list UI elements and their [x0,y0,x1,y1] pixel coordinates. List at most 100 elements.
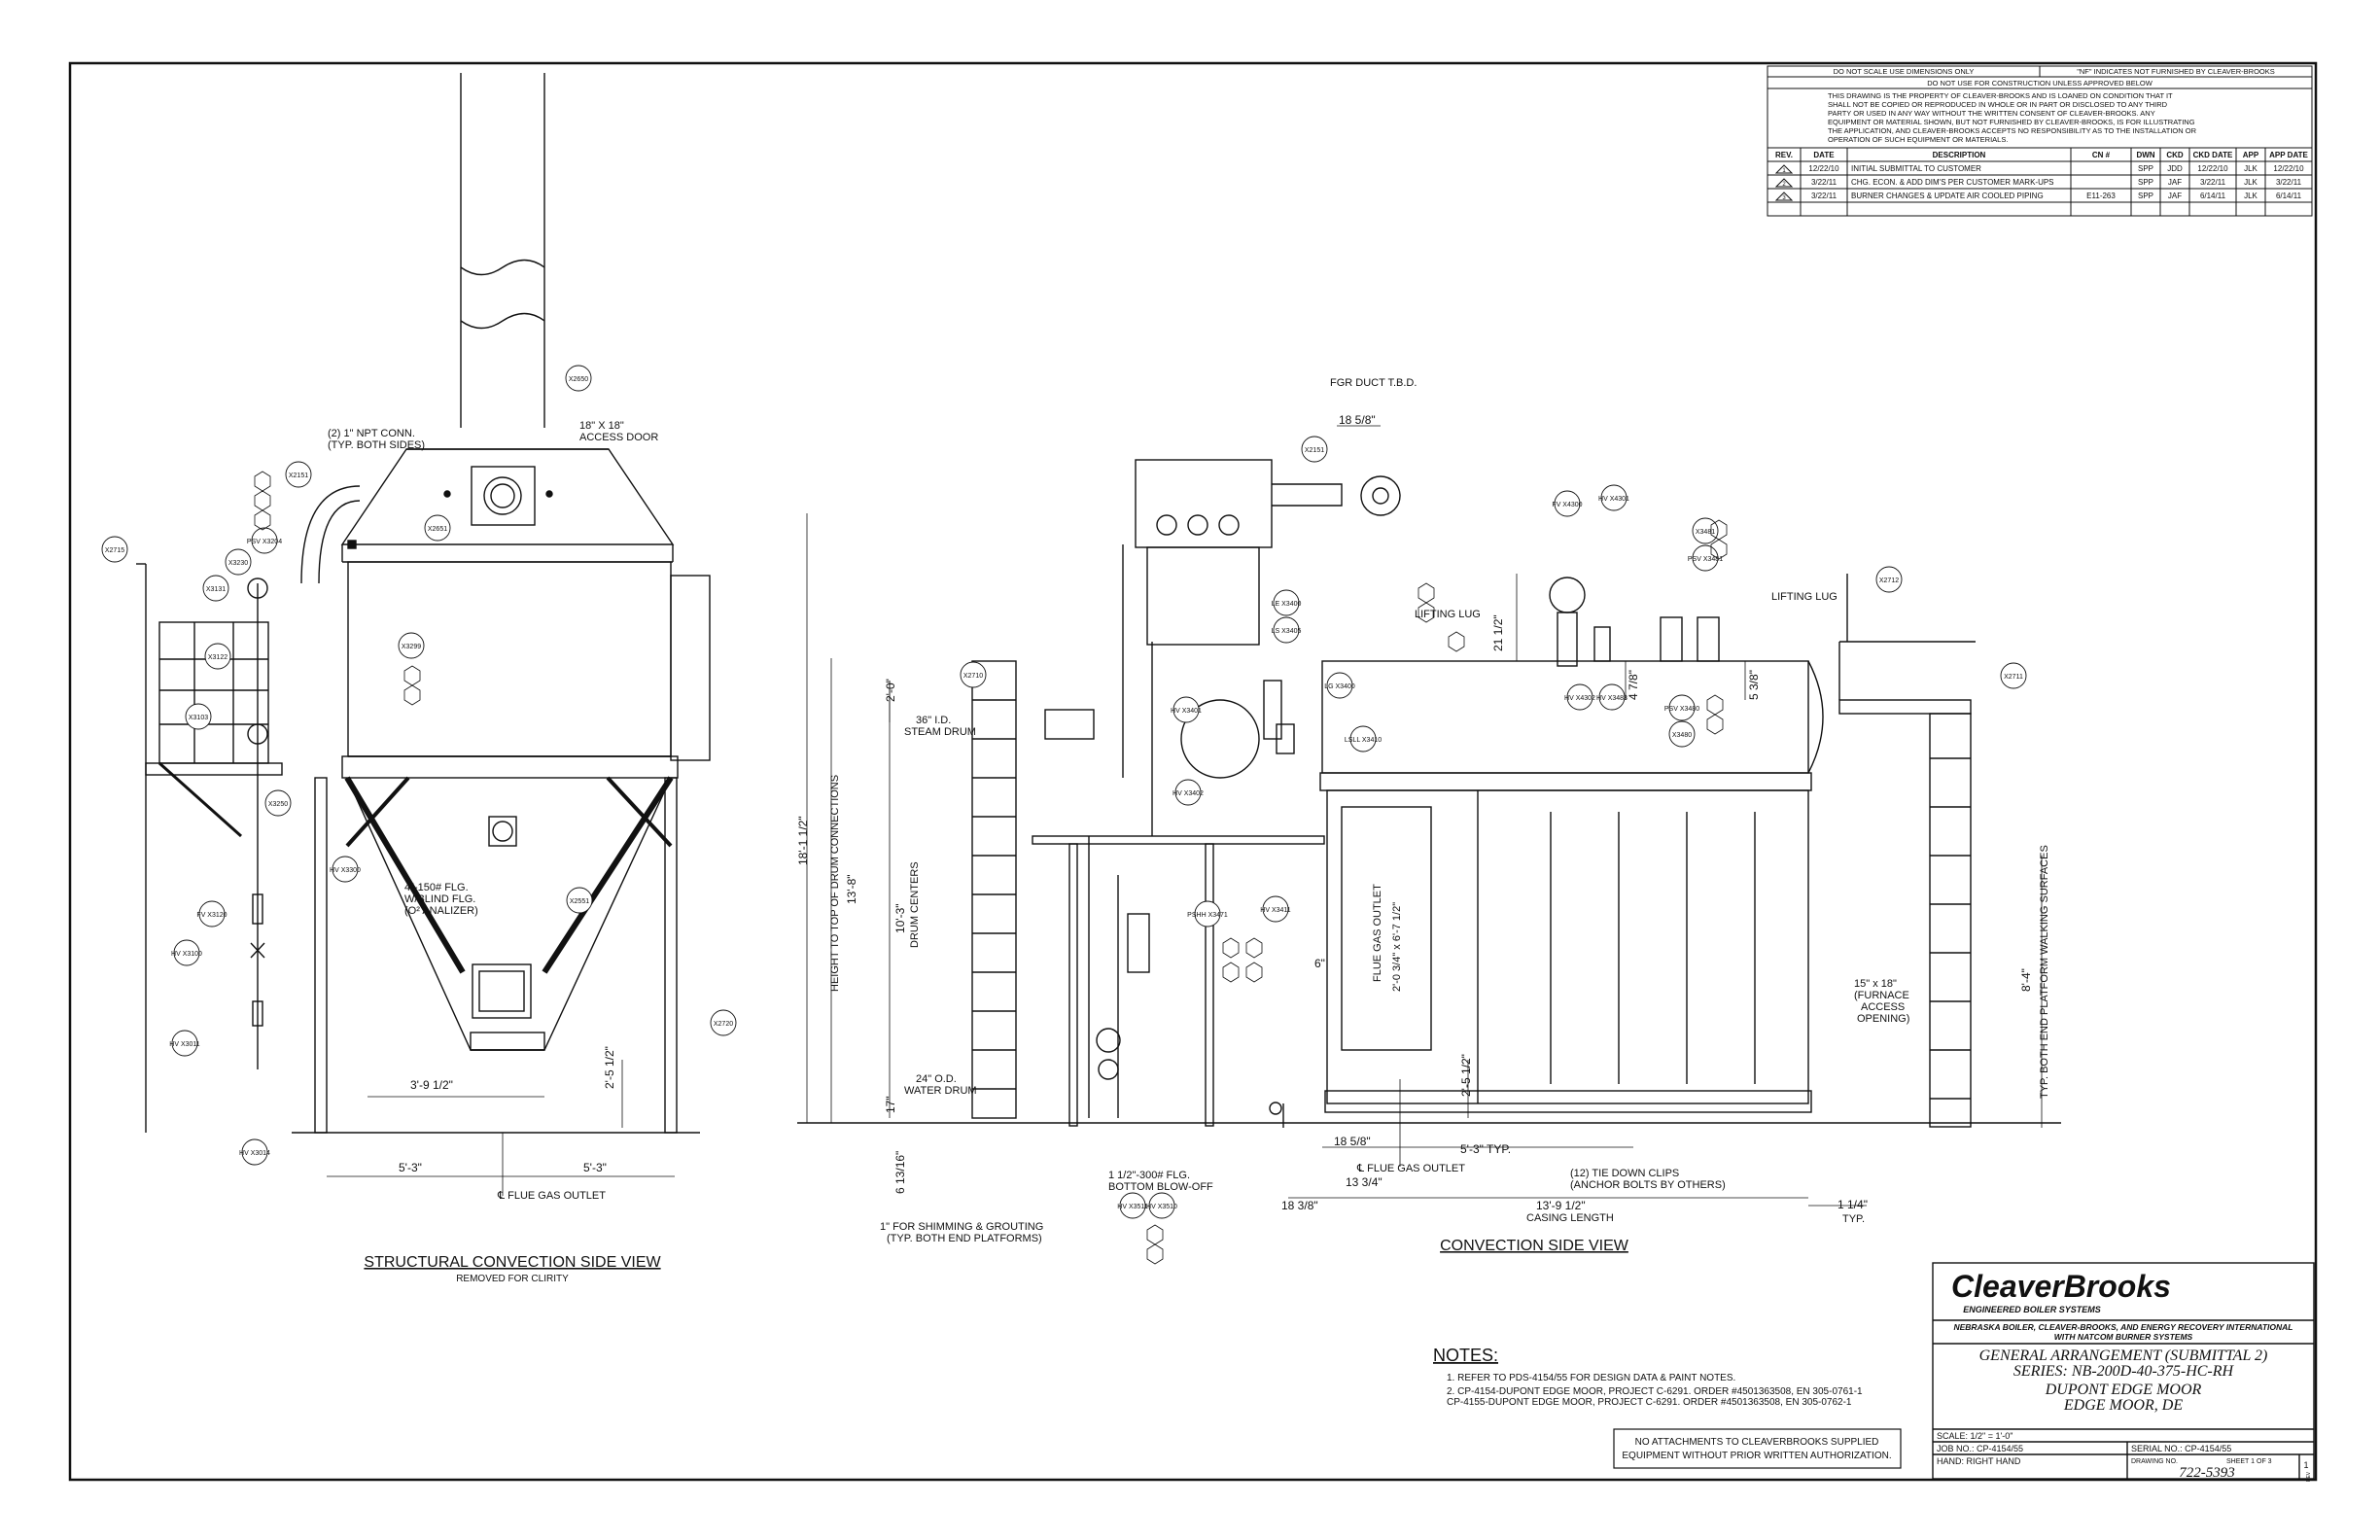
tag-bubble: HV X3300 [330,856,361,883]
drawing-customer: DUPONT EDGE MOOR [2045,1382,2202,1398]
rev-date: 3/22/11 [1811,192,1838,200]
dim-1-14: 1 1/4" [1838,1198,1868,1211]
rev-number: 2 [1782,182,1786,188]
property-line: SHALL NOT BE COPIED OR REPRODUCED IN WHO… [1828,100,2168,109]
col-header: REV. [1775,151,1793,159]
tag-bubble: X3480 [1668,720,1696,748]
col-header: CN # [2092,151,2111,159]
tag-label: PSV X3480 [1664,706,1699,713]
dim-6-13-16: 6 13/16" [893,1151,907,1194]
blowoff-label: BOTTOM BLOW-OFF [1108,1181,1213,1193]
tag-label: HV X3483 [1596,695,1628,702]
tag-label: HV X4301 [1598,496,1629,503]
rev-app-date: 6/14/11 [2276,192,2302,200]
tag-bubble: X3250 [264,789,292,817]
rev-ckd-date: 3/22/11 [2200,178,2226,187]
tag-bubble: HV X3483 [1596,683,1628,711]
tag-bubble: HV X4302 [1564,683,1595,711]
shimming-label: 1" FOR SHIMMING & GROUTING [880,1221,1043,1233]
left-dimension-lines [327,1060,675,1196]
dim-17: 17" [884,1096,897,1113]
platform-label: TYP. BOTH END PLATFORM WALKING SURFACES [2039,845,2050,1099]
rev-ckd: JAF [2168,178,2182,187]
tag-label: X2712 [1879,578,1899,584]
tag-label: PSHH X3471 [1187,912,1228,919]
tag-bubble: X3230 [225,548,252,576]
tag-bubble: HV X4301 [1598,484,1629,511]
tag-label: FV X3120 [196,912,227,919]
tag-label: HV X3011 [169,1041,199,1048]
tag-bubble: PSV X3204 [247,527,282,554]
tag-bubble: HV X3402 [1172,779,1204,806]
attachments-line: NO ATTACHMENTS TO CLEAVERBROOKS SUPPLIED [1635,1437,1879,1448]
tag-label: LS X3405 [1272,628,1302,635]
dim-5-3-typ: 5'-3" TYP. [1460,1142,1511,1156]
tag-label: X2715 [105,547,124,554]
dim-1-14-typ: TYP. [1842,1213,1865,1225]
serial-number: SERIAL NO.: CP-4154/55 [2131,1444,2231,1453]
flue-gas-outlet-label: ℄ FLUE GAS OUTLET [497,1190,606,1202]
shimming-sublabel: (TYP. BOTH END PLATFORMS) [887,1233,1042,1244]
dim-6: 6" [1314,957,1325,970]
dim-5-38: 5 3/8" [1747,670,1761,700]
tag-label: X2551 [570,898,589,905]
brand-logo: CleaverBrooks [1951,1269,2171,1304]
tag-bubble: LG X3400 [1324,672,1355,699]
rev-app: JLK [2244,178,2258,187]
flange-sublabel: W/BLIND FLG. [404,893,475,905]
rev-ckd-date: 6/14/11 [2200,192,2226,200]
tag-bubble: HV X3510 [1146,1192,1177,1219]
casing-length-dim: 13'-9 1/2" [1536,1199,1586,1212]
property-line: THE APPLICATION, AND CLEAVER-BROOKS ACCE… [1828,126,2197,135]
dim-13-34: 13 3/4" [1346,1175,1382,1189]
tag-label: HV X3510 [1146,1204,1177,1210]
water-drum-label: WATER DRUM [904,1085,977,1097]
tag-label: PSV X3481 [1688,556,1723,563]
tag-label: X2650 [569,376,588,383]
tag-label: HV X3014 [239,1150,270,1157]
tag-label: X3230 [228,560,248,567]
revision-label: REV [2306,1471,2312,1482]
tag-bubble: HV X3011 [169,1030,200,1057]
tag-bubble: PSHH X3471 [1187,900,1228,928]
platform-dim: 8'-4" [2019,968,2033,992]
tag-label: X3122 [208,654,228,661]
dim-4-78: 4 7/8" [1627,670,1640,700]
structural-side-view [136,73,711,1134]
tag-label: HV X3401 [1171,708,1202,715]
dim-18-38: 18 3/8" [1281,1199,1318,1212]
rev-app-date: 3/22/11 [2276,178,2302,187]
tag-bubble: X2711 [2000,662,2027,689]
flue-outlet-size: 2'-0 3/4" x 6'-7 1/2" [1391,902,1403,992]
col-header: APP DATE [2269,151,2308,159]
col-header: DESCRIPTION [1933,151,1986,159]
tag-bubble: LE X3400 [1272,589,1301,616]
col-header: DWN [2136,151,2154,159]
rev-dwn: SPP [2138,164,2153,173]
tag-bubble: FV X4300 [1552,490,1583,517]
steam-drum-label: STEAM DRUM [904,726,976,738]
tag-bubble: X2151 [1301,436,1328,463]
access-door-label: 18" X 18" [579,420,624,432]
note-item: 1. REFER TO PDS-4154/55 FOR DESIGN DATA … [1447,1373,1735,1383]
rev-date: 12/22/10 [1808,164,1839,173]
tag-bubble: X3122 [204,643,231,670]
tag-label: HV X3100 [171,951,202,958]
access-door-sublabel: ACCESS DOOR [579,432,658,443]
tag-label: X3131 [206,586,226,593]
property-line: PARTY OR USED IN ANY WAY WITHOUT THE WRI… [1828,109,2155,118]
rev-date: 3/22/11 [1811,178,1838,187]
tag-label: PSV X3204 [247,539,282,545]
analyzer-label: (O² ANALIZER) [404,905,478,917]
tag-label: X2151 [289,472,308,479]
tag-label: HV X3511 [1117,1204,1147,1210]
note-item: 2. CP-4154-DUPONT EDGE MOOR, PROJECT C-6… [1447,1386,1863,1397]
nf-note: "NF" INDICATES NOT FURNISHED BY CLEAVER-… [2077,67,2275,76]
sheet-number: SHEET 1 OF 3 [2226,1458,2272,1465]
tag-bubble: X3299 [398,632,425,659]
tag-bubble: X2712 [1875,566,1903,593]
dim-21-12: 21 1/2" [1491,614,1505,651]
company-line: WITH NATCOM BURNER SYSTEMS [2054,1332,2193,1342]
dim-13-8: 13'-8" [845,874,858,904]
